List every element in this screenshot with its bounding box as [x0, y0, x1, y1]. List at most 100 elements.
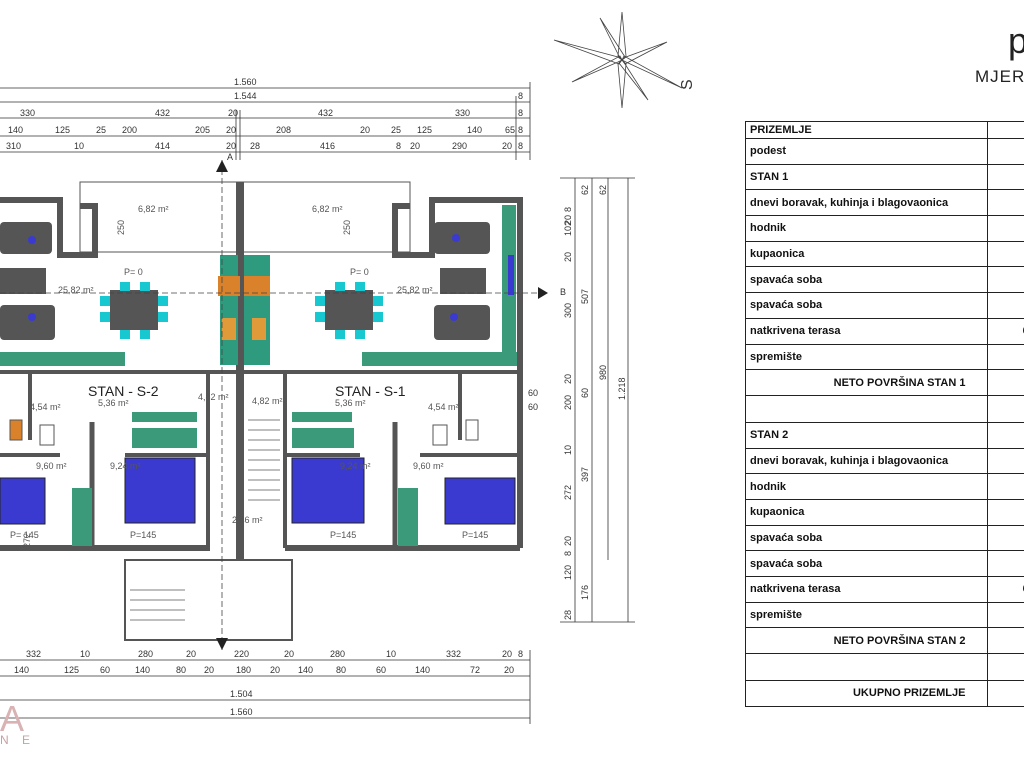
area-table-label: kupaonica: [744, 240, 989, 268]
dimension-label: 60: [376, 665, 386, 675]
area-table-label: spavaća soba: [744, 524, 989, 552]
note-p145-3: P=145: [330, 530, 356, 540]
dimension-label: 10: [74, 141, 84, 151]
area-table-value: [987, 601, 1024, 629]
dimension-label: 416: [320, 141, 335, 151]
room-bed2-left: 9,24 m²: [110, 461, 141, 471]
area-table-value: [987, 421, 1024, 449]
area-table-label: STAN 1: [744, 163, 989, 191]
area-table-row: STAN 2: [744, 421, 1024, 449]
dimension-label: 332: [446, 649, 461, 659]
area-table-value: [987, 447, 1024, 475]
dimension-label: 62: [580, 185, 590, 195]
area-table-row: NETO POVRŠINA STAN 2(: [744, 627, 1024, 655]
dimension-label: 8: [518, 141, 523, 151]
area-table-row: [744, 394, 1024, 423]
room-bed1-right: 9,60 m²: [413, 461, 444, 471]
note-272: 272: [22, 533, 32, 548]
area-table-row: kupaonica: [744, 240, 1024, 268]
room-bed2-right: 9,24 m²: [340, 461, 371, 471]
area-table-value: (: [987, 627, 1024, 655]
room-living-right: 25,82 m²: [397, 285, 433, 295]
dimension-label: 290: [452, 141, 467, 151]
dimension-label: 310: [6, 141, 21, 151]
area-table-row: UKUPNO PRIZEMLJE: [744, 680, 1024, 707]
area-table-row: [744, 653, 1024, 682]
area-table-row: NETO POVRŠINA STAN 1(: [744, 369, 1024, 396]
dimension-label: 980: [598, 365, 608, 380]
right-dimension-lines: [560, 177, 635, 623]
top-dimension-lines: [0, 82, 531, 160]
dimension-label: 272: [563, 485, 573, 500]
header-scale-fragment: MJER: [975, 67, 1024, 86]
area-table-row: PRIZEMLJE: [744, 121, 1024, 139]
dimension-label: 20: [563, 252, 573, 262]
area-table-row: kupaonica: [744, 498, 1024, 526]
dimension-label: 200: [122, 125, 137, 135]
area-table-label: spavaća soba: [744, 550, 989, 577]
area-table-value: [987, 240, 1024, 268]
living-furniture: [0, 222, 490, 340]
dimension-label: 20: [226, 125, 236, 135]
logo-text: N E: [0, 733, 36, 747]
note-p0-right: P= 0: [350, 267, 369, 277]
dimension-label: 280: [330, 649, 345, 659]
area-table-row: natkrivena terasa6,82: [744, 317, 1024, 345]
note-250-left: 250: [116, 220, 126, 235]
area-table-label: spavaća soba: [744, 292, 989, 319]
dimension-label: 176: [580, 585, 590, 600]
dimension-label: 140: [8, 125, 23, 135]
compass-rose-icon: [553, 11, 683, 109]
area-table-label: kupaonica: [744, 498, 989, 526]
dimension-label: 20: [504, 665, 514, 675]
note-p0-left: P= 0: [124, 267, 143, 277]
dimension-label: 8: [563, 551, 573, 556]
dimension-label: 180: [236, 665, 251, 675]
area-table-label: spremište: [744, 343, 989, 371]
area-table-value: [987, 394, 1024, 423]
area-table-value: [987, 498, 1024, 526]
dimension-label: 208: [276, 125, 291, 135]
cut-label-a: A: [227, 152, 233, 162]
dimension-label: 8: [396, 141, 401, 151]
area-table-value: 6,82: [987, 576, 1024, 603]
area-table-value: [987, 189, 1024, 217]
dimension-label: 507: [580, 289, 590, 304]
room-bath-left: 4,54 m²: [30, 402, 61, 412]
area-table-label: UKUPNO PRIZEMLJE: [744, 680, 989, 707]
dimension-label: 20: [186, 649, 196, 659]
area-table-row: spavaća soba: [744, 292, 1024, 319]
dimension-label: 432: [318, 108, 333, 118]
dim-right-side-2: 60: [528, 402, 538, 412]
dimension-label: 20: [410, 141, 420, 151]
area-table-value: 6,82: [987, 317, 1024, 345]
dim-right-side-1: 60: [528, 388, 538, 398]
kitchen-block: [218, 255, 270, 365]
bathroom-fixtures: [9, 419, 479, 446]
dimension-label: 20: [228, 108, 238, 118]
dimension-label: 20: [204, 665, 214, 675]
room-hall-left: 5,36 m²: [98, 398, 129, 408]
unit-label-s1: STAN - S-1: [335, 383, 406, 399]
compass-label: S: [679, 79, 696, 90]
area-table-row: dnevi boravak, kuhinja i blagovaonica: [744, 447, 1024, 475]
room-hall-right: 5,36 m²: [335, 398, 366, 408]
note-250-right: 250: [342, 220, 352, 235]
area-table-label: PRIZEMLJE: [744, 121, 989, 139]
logo-mark: A: [0, 698, 25, 739]
area-table-value: [987, 524, 1024, 552]
dimension-label: 28: [563, 610, 573, 620]
dimension-label: 10: [386, 649, 396, 659]
area-table-row: spavaća soba: [744, 266, 1024, 294]
area-table-value: [987, 653, 1024, 682]
dimension-label: 20: [563, 215, 573, 225]
dimension-label: 8: [518, 125, 523, 135]
dimension-label: 205: [195, 125, 210, 135]
room-store-right: 4,82 m²: [252, 396, 283, 406]
plant-icon: [28, 234, 514, 321]
dimension-label: 28: [250, 141, 260, 151]
dimension-label: 10: [563, 445, 573, 455]
